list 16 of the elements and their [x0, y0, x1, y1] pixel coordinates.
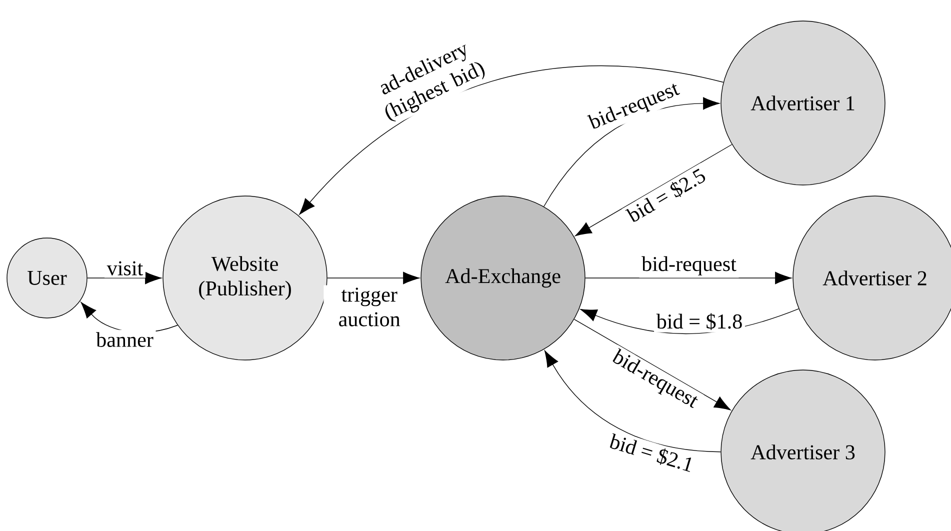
arrow [585, 272, 792, 284]
arrow [575, 144, 732, 236]
edge-label: banner [94, 330, 156, 350]
edge-label: bid = $2.5 [622, 163, 712, 228]
edge-label: bid-request [639, 254, 739, 278]
edge-label: bid = $1.8 [654, 310, 745, 332]
arrow [327, 272, 420, 284]
arrow [544, 97, 720, 207]
edge-label: bid = $2.1 [605, 430, 698, 477]
arrow [299, 66, 724, 215]
edge-label: visit [104, 258, 146, 278]
edge-label: trigger auction [324, 285, 416, 329]
arrow [87, 272, 162, 284]
arrow [544, 350, 721, 452]
arrow [574, 318, 731, 410]
arrow [580, 308, 799, 334]
